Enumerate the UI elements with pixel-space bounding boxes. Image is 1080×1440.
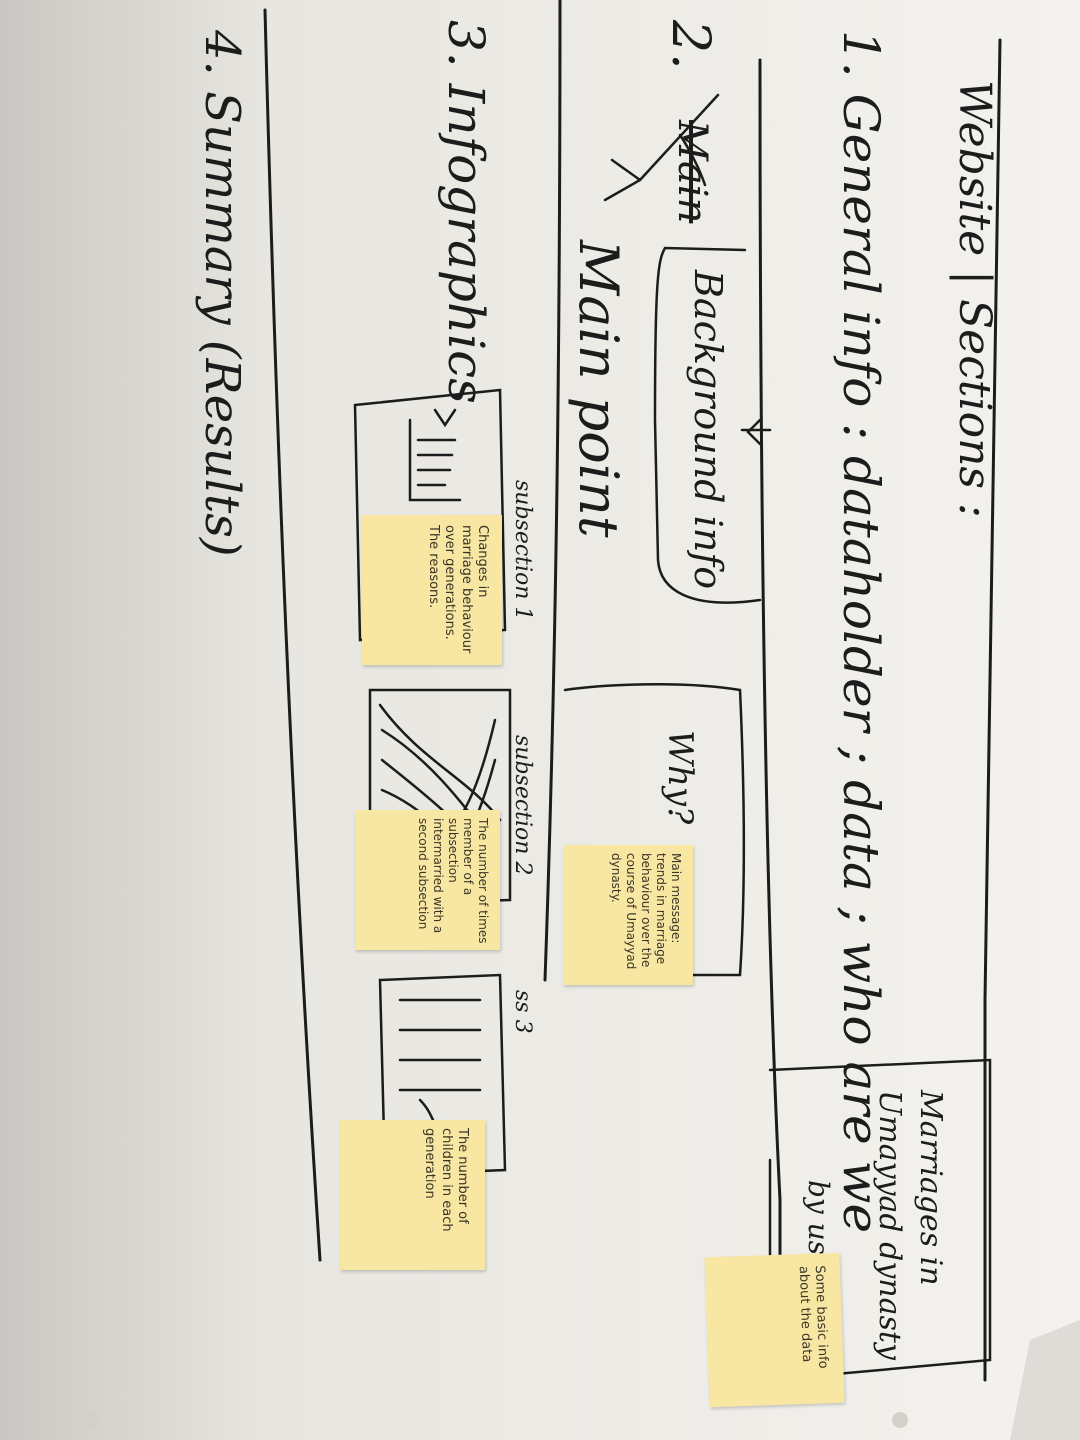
why-label: Why? (660, 730, 700, 825)
hole-bottom-left (82, 1412, 98, 1428)
line-chart-grid (398, 998, 482, 1092)
hole-bottom-right (892, 1412, 908, 1428)
by-us-label: by us (802, 1180, 835, 1256)
sticky-note-1: Changes in marriage behaviour over gener… (362, 515, 502, 665)
section-1-number: 1. (832, 30, 890, 78)
page-holes (82, 1412, 908, 1428)
sticky-note-3-text: Main message: trends in marriage behavio… (609, 853, 683, 970)
infographic-frame-3 (378, 973, 507, 1177)
divider-line-title (983, 38, 1002, 1382)
why-box (563, 682, 745, 977)
section-4-text: Summary (Results) (194, 91, 250, 557)
sticky-note-2: The number of times member of a subsecti… (355, 810, 500, 950)
divider-line-3 (263, 8, 322, 1262)
subsection-2-label: subsection 2 (510, 735, 535, 876)
section-3-number: 3. (437, 20, 495, 68)
section-divider-lines (263, 0, 1002, 1382)
background-info-bracket (653, 246, 762, 604)
background-info-label: Background info (686, 270, 730, 590)
section-1-label: 1. General info : dataholder ; data ; wh… (832, 30, 890, 1233)
sticky-note-4: The number of children in each generatio… (340, 1120, 485, 1270)
section-3-text: Infographics (437, 83, 495, 404)
section-2-text: Main point (567, 240, 630, 538)
divider-line-1 (758, 58, 782, 1382)
bar-chart-bars (416, 438, 457, 487)
main-strike (678, 133, 707, 187)
board-title: Website | Sections : (949, 80, 1000, 518)
section-4-number: 4. (194, 30, 250, 76)
section-2-number: 2. (660, 20, 720, 70)
divider-line-2 (543, 0, 562, 982)
bar-chart-axis (408, 418, 462, 502)
paper-corner (1010, 1320, 1080, 1440)
section-1-text: General info : dataholder ; data ; who a… (832, 93, 890, 1234)
subsection-3-label: ss 3 (510, 990, 535, 1034)
down-arrow (603, 93, 720, 202)
infographic-frame-1 (353, 388, 507, 642)
sticky-note-4-text: The number of children in each generatio… (422, 1128, 471, 1232)
section-3-label: 3. Infographics (437, 20, 495, 404)
struck-main-word: Main (669, 120, 715, 224)
up-arrow-head (746, 418, 762, 446)
sticky-note-5: Some basic info about the data (704, 1252, 845, 1408)
sticky-note-5-text: Some basic info about the data (795, 1265, 831, 1369)
marriages-title: Marriages in Umayyad dynasty (872, 1090, 949, 1360)
subsection-1-label: subsection 1 (510, 480, 535, 621)
sticky-note-1-text: Changes in marriage behaviour over gener… (426, 525, 490, 654)
sticky-note-2-text: The number of times member of a subsecti… (416, 818, 490, 944)
sticky-note-3: Main message: trends in marriage behavio… (563, 845, 693, 985)
bar-chart-arrow (433, 408, 457, 428)
section-4-label: 4. Summary (Results) (194, 30, 250, 557)
